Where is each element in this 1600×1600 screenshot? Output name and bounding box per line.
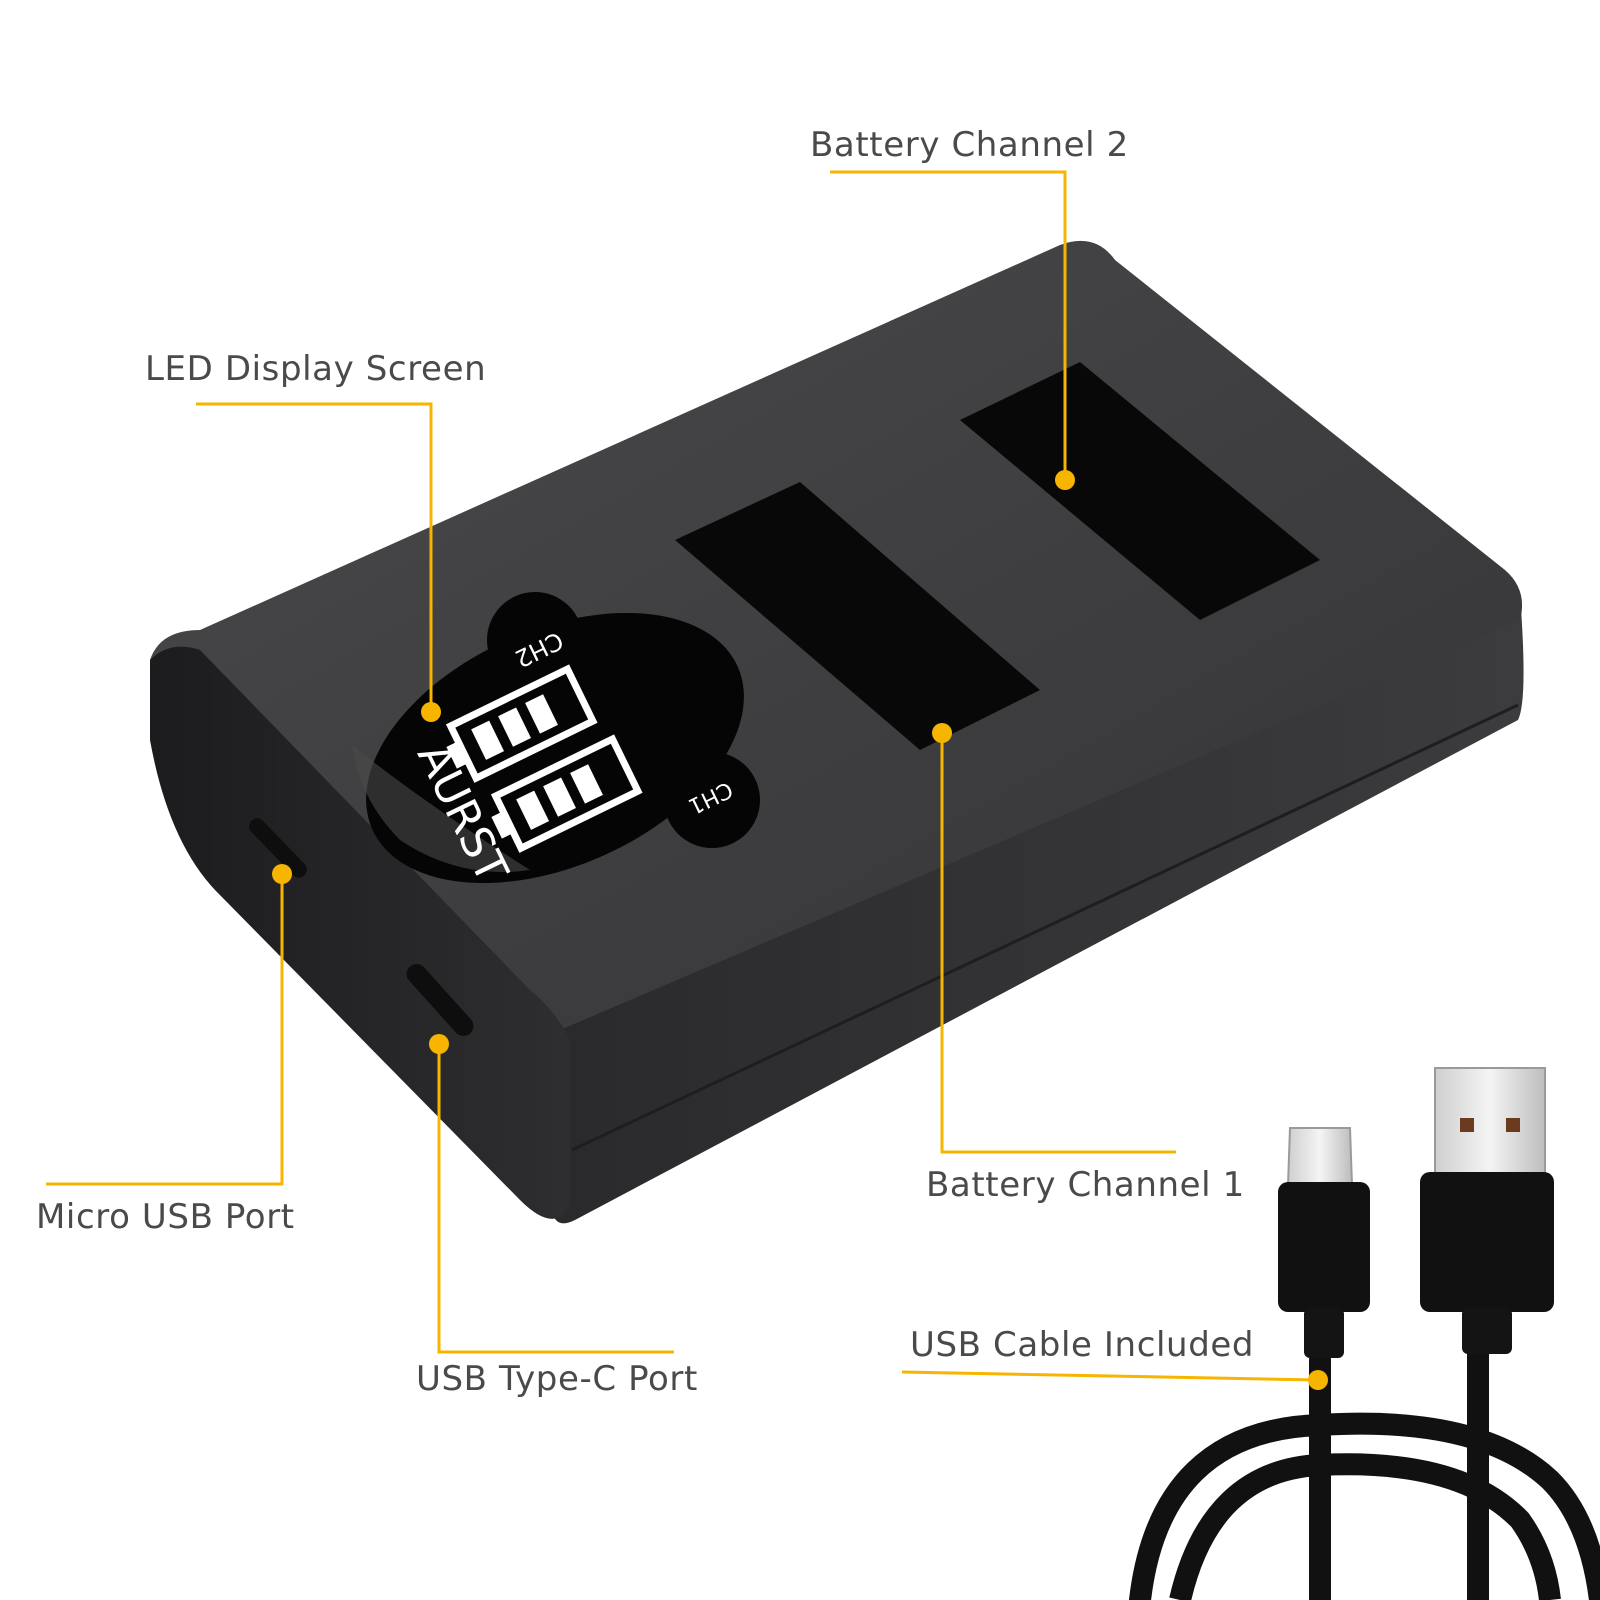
usb-a-connector	[1420, 1067, 1554, 1354]
micro-usb-tip	[1286, 1127, 1354, 1186]
cable-coil-inner	[1169, 1453, 1561, 1600]
usb-a-hole-right	[1506, 1118, 1520, 1132]
led-display-ear-top	[487, 592, 583, 688]
label-led-display-screen: LED Display Screen	[145, 349, 487, 389]
label-micro-usb-port: Micro USB Port	[36, 1197, 295, 1237]
callout-line-type-c	[437, 1044, 674, 1354]
micro-usb-connector	[1278, 1127, 1370, 1358]
led-display-reflection	[352, 745, 530, 872]
callout-dot-type-c	[429, 1034, 449, 1054]
usb-a-shell	[1434, 1067, 1546, 1181]
battery-level-icon-ch2	[445, 664, 598, 783]
callouts	[46, 170, 1319, 1382]
micro-usb-port	[249, 818, 307, 878]
callout-dot-battery-channel-2	[1055, 470, 1075, 490]
led-display-ear-right	[664, 752, 760, 848]
charger-side-face	[552, 595, 1524, 1224]
charger-end-face	[150, 646, 570, 1219]
callout-dots	[272, 470, 1328, 1390]
label-usb-type-c-port: USB Type-C Port	[416, 1359, 698, 1399]
callout-dot-micro-usb	[272, 864, 292, 884]
callout-line-led-display	[196, 402, 433, 712]
led-display: CH2 CH1 AURST	[352, 592, 760, 891]
charger-seam	[571, 703, 1519, 1152]
led-display-face	[366, 612, 744, 884]
cable-coil	[1129, 1309, 1600, 1600]
battery-level-icon-ch1	[490, 734, 643, 853]
usb-cable	[1129, 1067, 1600, 1600]
micro-usb-strain-relief	[1304, 1308, 1344, 1358]
battery-slot-1	[675, 482, 1040, 750]
callout-line-usb-cable	[901, 1370, 1319, 1382]
battery-slot-2	[960, 362, 1320, 620]
micro-usb-body	[1278, 1182, 1370, 1312]
callout-line-micro-usb	[46, 874, 284, 1186]
label-battery-channel-2: Battery Channel 2	[810, 125, 1129, 165]
callout-dot-battery-channel-1	[932, 723, 952, 743]
callout-dot-usb-cable	[1308, 1370, 1328, 1390]
usb-type-c-port	[406, 963, 474, 1037]
label-battery-channel-1: Battery Channel 1	[926, 1165, 1245, 1205]
usb-a-hole-left	[1460, 1118, 1474, 1132]
usb-a-strain-relief	[1462, 1308, 1512, 1354]
callout-line-battery-channel-1	[940, 733, 1176, 1154]
usb-a-body	[1420, 1172, 1554, 1312]
label-usb-cable-included: USB Cable Included	[910, 1325, 1255, 1365]
callout-line-battery-channel-2	[830, 170, 1067, 480]
callout-dot-led-display	[421, 702, 441, 722]
